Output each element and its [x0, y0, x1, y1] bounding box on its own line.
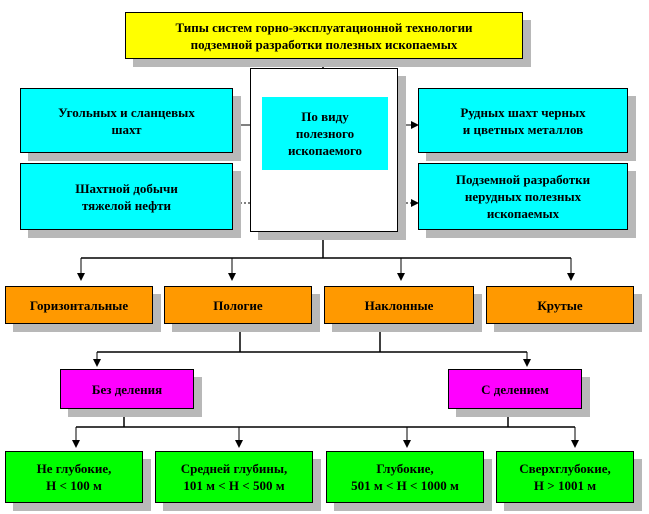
orientation-horizontal-text: Горизонтальные	[29, 297, 129, 313]
center-highlight: По виду полезного ископаемого	[262, 97, 388, 170]
orientation-steep-text: Крутые	[537, 297, 583, 313]
center-text: По виду полезного ископаемого	[287, 109, 363, 158]
heavy-oil-text: Шахтной добычи тяжелой нефти	[75, 180, 178, 213]
orientation-inclined-box: Наклонные	[324, 286, 474, 324]
with-division-box: С делением	[448, 369, 582, 409]
no-division-box: Без деления	[60, 369, 194, 409]
coal-shale-text: Угольных и сланцевых шахт	[58, 104, 195, 137]
no-division-text: Без деления	[91, 381, 163, 397]
with-division-text: С делением	[481, 381, 549, 397]
nonmetal-text: Подземной разработки нерудных полезных и…	[455, 172, 591, 221]
orientation-gentle-text: Пологие	[213, 297, 263, 313]
title-box: Типы систем горно-эксплуатационной техно…	[125, 12, 523, 59]
depth-shallow-box: Не глубокие, Н < 100 м	[5, 451, 143, 503]
depth-ultradeep-text: Сверхглубокие, Н > 1001 м	[519, 461, 611, 493]
depth-shallow-text: Не глубокие, Н < 100 м	[36, 461, 112, 493]
heavy-oil-box: Шахтной добычи тяжелой нефти	[20, 163, 233, 230]
depth-ultradeep-box: Сверхглубокие, Н > 1001 м	[496, 451, 634, 503]
depth-medium-text: Средней глубины, 101 м < Н < 500 м	[180, 461, 288, 493]
ore-mines-text: Рудных шахт черных и цветных металлов	[460, 104, 586, 137]
center-box: По виду полезного ископаемого	[250, 68, 398, 232]
depth-deep-box: Глубокие, 501 м < Н < 1000 м	[326, 451, 484, 503]
orientation-gentle-box: Пологие	[164, 286, 312, 324]
depth-medium-box: Средней глубины, 101 м < Н < 500 м	[155, 451, 313, 503]
orientation-steep-box: Крутые	[486, 286, 634, 324]
coal-shale-box: Угольных и сланцевых шахт	[20, 88, 233, 153]
ore-mines-box: Рудных шахт черных и цветных металлов	[418, 88, 628, 153]
depth-deep-text: Глубокие, 501 м < Н < 1000 м	[351, 461, 459, 493]
orientation-inclined-text: Наклонные	[364, 297, 434, 313]
title-text: Типы систем горно-эксплуатационной техно…	[175, 19, 473, 52]
nonmetal-box: Подземной разработки нерудных полезных и…	[418, 163, 628, 230]
orientation-horizontal-box: Горизонтальные	[5, 286, 153, 324]
